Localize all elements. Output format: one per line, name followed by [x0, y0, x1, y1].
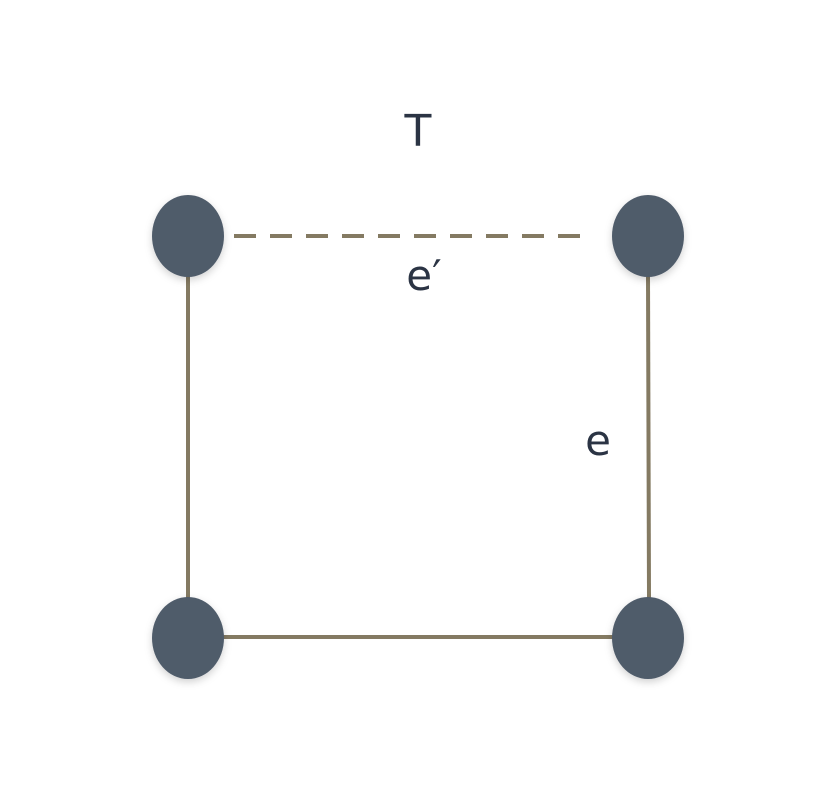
- edge-label-top: e′: [406, 251, 441, 300]
- node-bottom-left: [152, 597, 224, 679]
- node-bottom-right: [612, 597, 684, 679]
- edge-label-right: e: [585, 416, 611, 465]
- node-top-right: [612, 195, 684, 277]
- node-top-left: [152, 195, 224, 277]
- diagram-title: T: [404, 106, 432, 157]
- edge-right: [646, 275, 651, 599]
